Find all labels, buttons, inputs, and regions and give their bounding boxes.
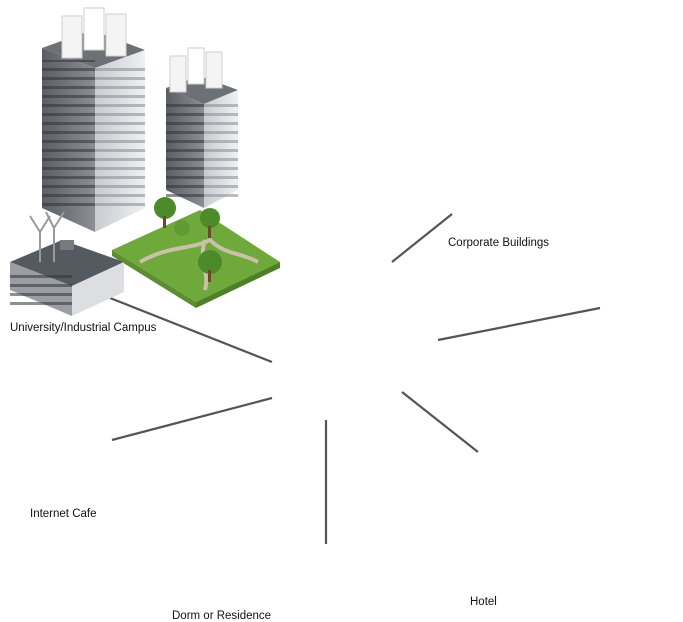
label-campus: University/Industrial Campus [10,322,157,334]
label-corporate: Corporate Buildings [448,237,550,249]
access-point-icon [61,7,127,59]
label-cafe: Internet Cafe [30,508,97,520]
label-dorm: Dorm or Residence [172,610,272,622]
label-hotel: Hotel [470,596,497,608]
campus-group [10,7,280,316]
campus-park [112,210,280,302]
antenna-icon [29,211,65,262]
link-lines [109,213,601,544]
access-point-icon [169,47,223,93]
